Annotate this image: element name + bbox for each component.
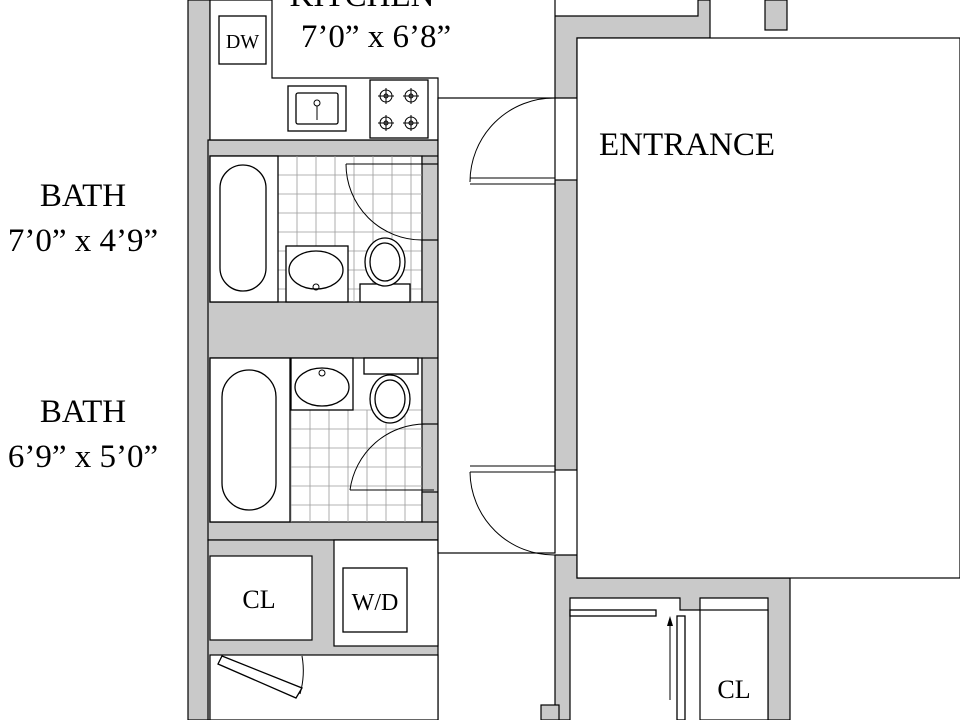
bath-1-dimensions: 7’0” x 4’9” bbox=[8, 223, 158, 259]
entrance-hall bbox=[437, 97, 556, 554]
entry-door-lower-icon bbox=[469, 465, 556, 556]
entrance-area: ENTRANCE bbox=[437, 37, 960, 579]
washer-dryer-label: W/D bbox=[352, 590, 399, 616]
closet-door-swing bbox=[299, 655, 304, 695]
stove-icon bbox=[369, 79, 429, 139]
kitchen-sink-icon bbox=[287, 85, 347, 132]
entrance-floor bbox=[576, 37, 960, 579]
washer-dryer-icon bbox=[342, 567, 408, 633]
lower-left-jamb bbox=[540, 704, 560, 720]
lower-left-room-floor bbox=[209, 654, 439, 720]
bath-2-toilet-icon bbox=[363, 357, 419, 424]
entrance-wall-upper bbox=[554, 179, 578, 471]
closet-left-label: CL bbox=[242, 585, 275, 614]
closet-right: CL bbox=[569, 609, 769, 720]
bath-1-door-icon bbox=[345, 155, 439, 303]
entrance-label: ENTRANCE bbox=[599, 127, 775, 163]
kitchen-dimensions: 7’0” x 6’8” bbox=[301, 19, 451, 55]
left-exterior-wall bbox=[187, 0, 211, 720]
dishwasher-label: DW bbox=[226, 31, 259, 53]
bath-2-title: BATH bbox=[40, 394, 126, 430]
bath-2: BATH 6’9” x 5’0” bbox=[8, 357, 439, 523]
upper-right-stub bbox=[764, 0, 788, 31]
bath-2-dimensions: 6’9” x 5’0” bbox=[8, 439, 158, 475]
closet-right-floor bbox=[699, 609, 769, 720]
sliding-door-icon bbox=[569, 609, 686, 720]
closet-right-label: CL bbox=[717, 675, 750, 704]
lower-left-rooms: CL W/D bbox=[209, 539, 439, 720]
kitchen-title: KITCHEN bbox=[290, 0, 435, 14]
bath-2-sink-icon bbox=[290, 357, 354, 411]
entry-door-upper-icon bbox=[469, 97, 556, 185]
kitchen: DW KITCHEN 7’0” x 6’8” bbox=[209, 0, 451, 141]
closet-left-door-icon bbox=[217, 655, 303, 699]
dishwasher bbox=[218, 15, 267, 65]
bath-2-door-icon bbox=[349, 357, 439, 523]
bath-1: BATH 7’0” x 4’9” bbox=[8, 155, 439, 303]
bath-1-toilet-icon bbox=[359, 237, 411, 303]
bath-1-title: BATH bbox=[40, 178, 126, 214]
upper-right-wall bbox=[554, 0, 711, 99]
bath-1-sink-icon bbox=[285, 245, 349, 303]
closet-left-floor bbox=[209, 555, 313, 641]
